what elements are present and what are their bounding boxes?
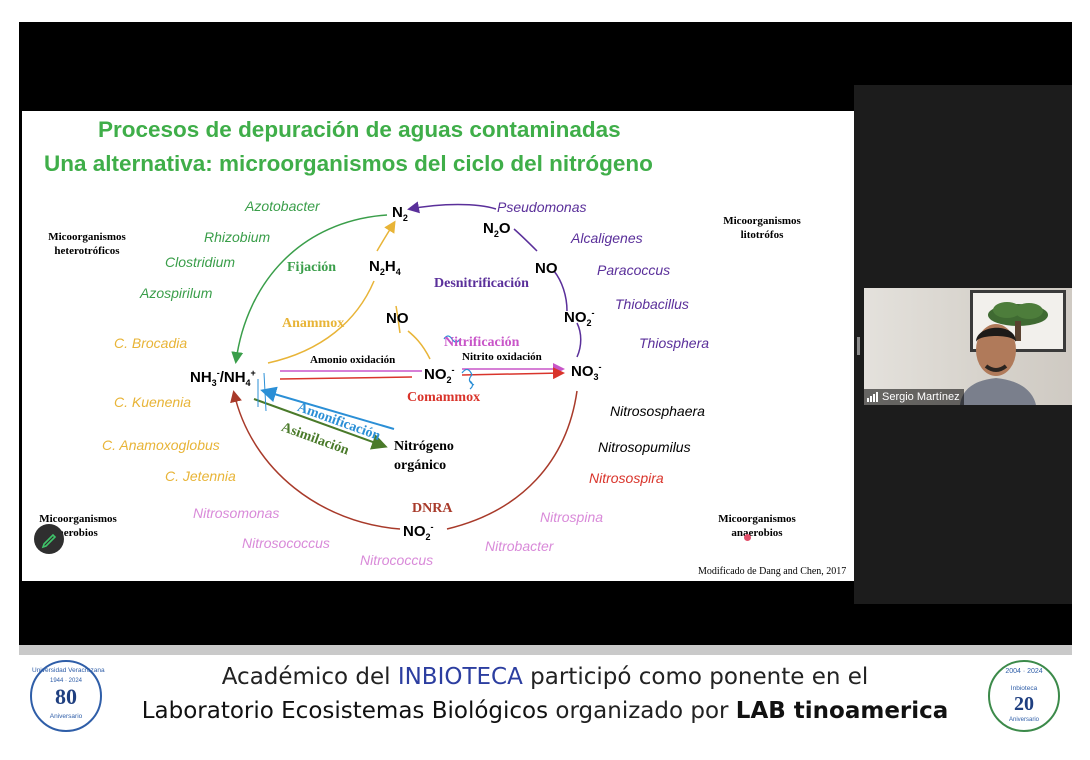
process-dnra: DNRA [412,501,453,516]
organism-nitrosococcus: Nitrosococcus [242,535,330,551]
logo-left-number: 80 [55,684,77,709]
participant-person [960,324,1036,405]
organism-jetennia: C. Jetennia [165,468,236,484]
pen-icon [41,533,57,549]
compound-no2-bottom: NO2- [403,522,434,542]
organism-nitrosomonas: Nitrosomonas [193,505,280,521]
logo-right-anniversary: Aniversario [1008,717,1039,723]
compound-no-center: NO [386,310,409,327]
caption-text-1c: participó como ponente en el [522,664,869,690]
compound-no3: NO3- [571,362,602,382]
compound-n2o: N2O [483,220,511,239]
news-caption: Académico del INBIOTECA participó como p… [0,655,1090,760]
nitrogen-cycle-arrows [230,201,582,530]
slide-title-line2: Una alternativa: microorganismos del cic… [44,151,653,176]
stage-bottom-strip [19,645,1072,655]
participant-name: Sergio Martínez [882,391,960,403]
wall-picture-frame [970,290,1066,352]
logo-left-anniversary: Aniversario [49,713,83,720]
organism-clostridium: Clostridium [165,254,236,270]
compound-no-right: NO [535,260,558,277]
organism-rhizobium: Rhizobium [204,229,271,245]
caption-line-1: Académico del INBIOTECA participó como p… [0,664,1090,690]
compound-nh3-nh4: NH3-/NH4+ [190,368,256,388]
panel-resize-handle[interactable] [857,337,860,355]
organism-nitrobacter: Nitrobacter [485,538,554,554]
compound-n2h4: N2H4 [369,258,401,277]
organism-nitrososphaera: Nitrososphaera [610,403,705,419]
logo-left-years: 1944 · 2024 [49,678,83,684]
logo-right-brand: Inbioteca [1010,685,1038,692]
organism-azotobacter: Azotobacter [245,198,320,214]
organism-anamoxoglobus: C. Anamoxoglobus [102,437,220,453]
organism-nitrococcus: Nitrococcus [360,552,434,568]
slide-credit: Modificado de Dang and Chen, 2017 [698,566,847,577]
process-desnitrificacion: Desnitrificación [434,276,529,291]
compound-organic-nitrogen-2: orgánico [394,458,447,473]
group-lithotrophic: Micoorganismos litotrófos [723,215,801,241]
logo-left-university: Universidad Veracruzana [32,667,105,674]
caption-text-1a: Académico del [221,664,398,690]
organism-paracoccus: Paracoccus [597,262,671,278]
shared-slide: Procesos de depuración de aguas contamin… [22,111,854,581]
logo-right-number: 20 [1014,693,1034,715]
group-aerobic: Micoorganismos aerobios [39,513,117,539]
compound-n2: N2 [392,204,408,223]
inbioteca-20-anniversary-logo: 2004 · 2024 Inbioteca 20 Aniversario [988,660,1060,732]
organism-thiobacillus: Thiobacillus [615,296,689,312]
compound-no2-center: NO2- [424,365,455,385]
process-amonio-oxidacion: Amonio oxidación [310,354,396,366]
name-label-bar [864,389,964,405]
group-heterotrophic: Micoorganismos heterotróficos [48,231,126,257]
organism-nitrosospira: Nitrosospira [589,470,664,486]
organism-azospirilum: Azospirilum [140,285,213,301]
compound-no2-right: NO2- [564,308,595,328]
group-anaerobic: Micoorganismos anaerobios [718,513,796,539]
logo-right-years: 2004 · 2024 [1005,668,1043,675]
signal-bars-icon [867,392,878,402]
laser-pointer-dot [744,534,751,541]
process-nitrito-oxidacion: Nitrito oxidación [462,351,542,363]
process-fijacion: Fijación [287,260,336,275]
caption-inbioteca: INBIOTECA [397,664,523,690]
organism-nitrosopumilus: Nitrosopumilus [598,439,691,455]
process-nitrificacion: Nitrificación [444,335,520,350]
uv-80-anniversary-logo: Universidad Veracruzana 1944 · 2024 80 A… [30,660,105,732]
caption-text-2a: Laboratorio Ecosistemas Biológicos [141,698,549,724]
organism-thiosphera: Thiosphera [639,335,710,351]
caption-text-2b: organizado por [548,698,736,724]
process-anammox: Anammox [282,316,345,331]
slide-title-line1: Procesos de depuración de aguas contamin… [98,117,621,142]
organism-kuenenia: C. Kuenenia [114,394,192,410]
compound-organic-nitrogen-1: Nitrógeno [394,439,454,454]
organism-nitrospina: Nitrospina [540,509,604,525]
caption-line-2: Laboratorio Ecosistemas Biológicos organ… [0,698,1090,724]
organism-brocadia: C. Brocadia [114,335,188,351]
tree-icon [988,302,1048,341]
organism-alcaligenes: Alcaligenes [571,230,643,246]
process-comammox: Comammox [407,390,481,405]
annotate-pen-button[interactable] [34,524,64,554]
organism-pseudomonas: Pseudomonas [497,199,587,215]
participant-video-tile[interactable]: Sergio Martínez [864,288,1072,405]
caption-lab-tinoamerica: LAB tinoamerica [735,698,949,724]
